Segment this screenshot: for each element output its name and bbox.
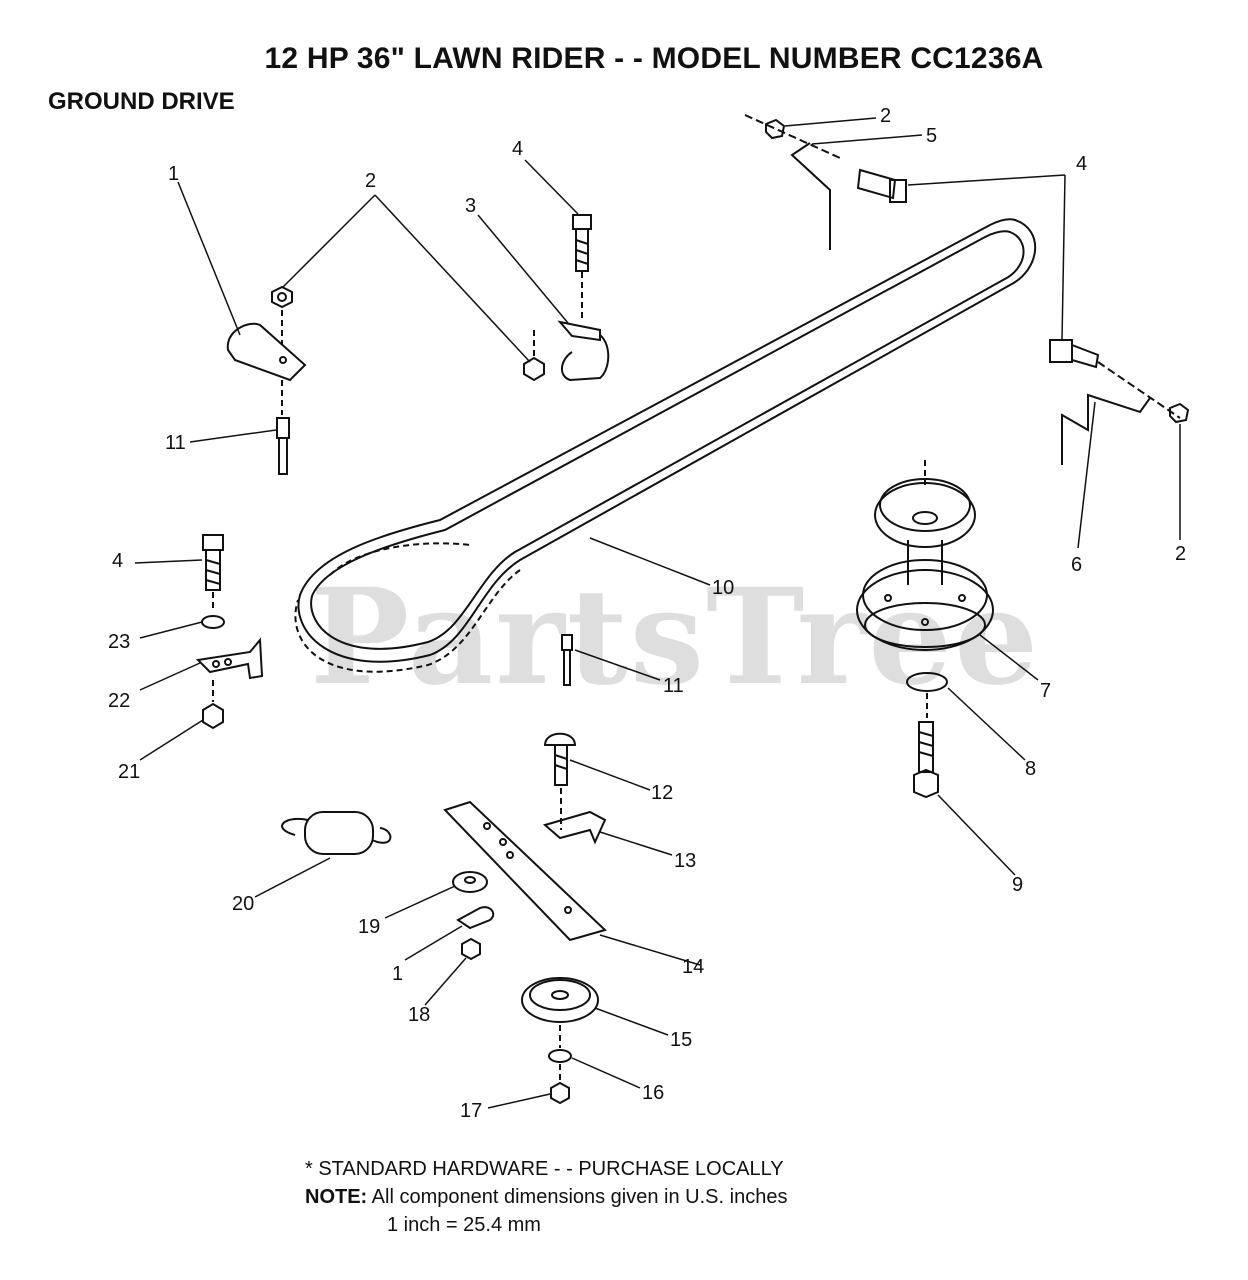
- callout-21: 21: [118, 761, 140, 783]
- shoulder-bolt-part-11[interactable]: [276, 417, 290, 475]
- shoulder-bolt-part-11b[interactable]: [561, 634, 573, 686]
- hex-bolt-part-4-left[interactable]: [202, 534, 224, 591]
- bracket-part-13[interactable]: [542, 810, 607, 845]
- callout-2b: 2: [880, 105, 891, 127]
- idler-pulley-part-15[interactable]: [521, 977, 599, 1023]
- callout-17: 17: [460, 1100, 482, 1122]
- rod-part-6[interactable]: [1061, 393, 1151, 465]
- callout-2c: 2: [1175, 543, 1186, 565]
- nut-part-2-right[interactable]: [1169, 402, 1190, 424]
- hex-nut-part-18[interactable]: [461, 937, 481, 961]
- callout-10: 10: [712, 577, 734, 599]
- washer-part-23[interactable]: [201, 615, 225, 629]
- pulley-part-7[interactable]: [856, 478, 994, 651]
- hex-bolt-part-4-side[interactable]: [1049, 339, 1100, 369]
- parts-diagram: 1 2 4 3 2 5 4 11 4 10 6 2 23 22 11 7 21 …: [108, 105, 1190, 1122]
- bracket-part-3[interactable]: [557, 320, 610, 382]
- callout-4b: 4: [1076, 153, 1087, 175]
- idler-arm-part-14[interactable]: [443, 800, 607, 942]
- callout-15: 15: [670, 1029, 692, 1051]
- callout-9: 9: [1012, 874, 1023, 896]
- note-label: NOTE:: [305, 1186, 368, 1208]
- washer-part-19[interactable]: [452, 871, 488, 893]
- section-title: GROUND DRIVE: [48, 88, 235, 115]
- hex-bolt-part-9[interactable]: [913, 721, 939, 799]
- callout-16: 16: [642, 1082, 664, 1104]
- hex-nut-part-2b[interactable]: [523, 356, 545, 382]
- callout-1: 1: [168, 163, 179, 185]
- hex-nut-part-21[interactable]: [202, 702, 224, 730]
- hex-bolt-part-4-top[interactable]: [572, 214, 592, 272]
- bracket-part-22[interactable]: [195, 637, 264, 680]
- callout-14: 14: [682, 956, 704, 978]
- page-title: 12 HP 36" LAWN RIDER - - MODEL NUMBER CC…: [264, 42, 1044, 75]
- callout-1b: 1: [392, 963, 403, 985]
- callout-3: 3: [465, 195, 476, 217]
- callout-7: 7: [1040, 680, 1051, 702]
- clip-part-1[interactable]: [456, 906, 495, 930]
- callout-11: 11: [165, 432, 186, 454]
- drive-belt[interactable]: [294, 218, 1037, 673]
- conversion-note: 1 inch = 25.4 mm: [387, 1214, 541, 1236]
- nut-part-2-top-right[interactable]: [765, 118, 786, 140]
- callout-13: 13: [674, 850, 696, 872]
- callout-4: 4: [512, 138, 523, 160]
- callout-5: 5: [926, 125, 937, 147]
- hex-bolt-part-4-right[interactable]: [856, 168, 907, 203]
- callout-12: 12: [651, 782, 673, 804]
- callout-23: 23: [108, 631, 130, 653]
- lock-washer-part-8[interactable]: [906, 672, 948, 692]
- callout-19: 19: [358, 916, 380, 938]
- hex-nut-part-17[interactable]: [550, 1081, 570, 1105]
- callout-4c: 4: [112, 550, 123, 572]
- washer-part-16[interactable]: [548, 1049, 572, 1063]
- callout-6: 6: [1071, 554, 1082, 576]
- spring-part-20[interactable]: [281, 811, 392, 855]
- callout-20: 20: [232, 893, 254, 915]
- callout-18: 18: [408, 1004, 430, 1026]
- rod-part-5[interactable]: [790, 142, 831, 250]
- hardware-note: * STANDARD HARDWARE - - PURCHASE LOCALLY: [305, 1158, 784, 1180]
- carriage-bolt-part-12[interactable]: [543, 732, 577, 786]
- bracket-part-1[interactable]: [226, 322, 307, 382]
- footer-notes: * STANDARD HARDWARE - - PURCHASE LOCALLY…: [305, 1155, 787, 1239]
- callout-8: 8: [1025, 758, 1036, 780]
- hex-nut-part-2[interactable]: [271, 285, 293, 309]
- note-text: All component dimensions given in U.S. i…: [371, 1186, 788, 1208]
- callout-11b: 11: [663, 675, 684, 697]
- callout-22: 22: [108, 690, 130, 712]
- callout-2: 2: [365, 170, 376, 192]
